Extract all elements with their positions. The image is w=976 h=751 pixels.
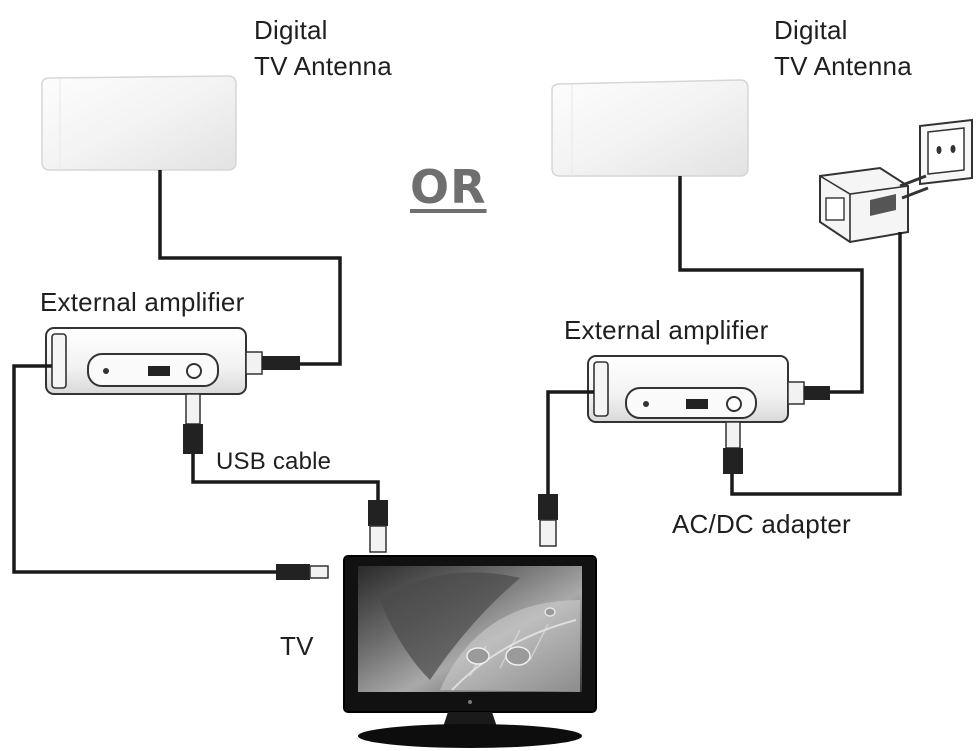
cable-antenna-left <box>158 170 342 366</box>
adapter-plug <box>819 166 929 244</box>
adapter-label: AC/DC adapter <box>672 509 851 539</box>
antenna-left-label-line2: TV Antenna <box>254 51 392 81</box>
cable-adapter <box>730 232 902 496</box>
antenna-right-label-line2: TV Antenna <box>774 51 912 81</box>
amplifier-left-label: External amplifier <box>40 287 245 317</box>
usb-plug-right <box>538 494 558 547</box>
antenna-right <box>551 79 749 177</box>
amplifier-right <box>587 355 830 474</box>
usb-cable-label: USB cable <box>216 448 332 475</box>
cable-amp-to-tv-right <box>546 390 594 494</box>
tv-set <box>343 555 597 748</box>
antenna-left <box>41 75 237 171</box>
tv-label: TV <box>280 631 314 661</box>
usb-plug-left <box>368 500 388 553</box>
amplifier-left <box>45 327 300 454</box>
usb-cable-left <box>191 454 380 500</box>
antenna-left-label-line1: Digital <box>254 15 328 45</box>
wall-socket <box>919 118 973 186</box>
amplifier-right-label: External amplifier <box>564 315 769 345</box>
antenna-right-label-line1: Digital <box>774 15 848 45</box>
coax-plug-tv <box>276 564 329 580</box>
cable-antenna-right <box>678 176 864 394</box>
cable-amp-to-tv-left <box>12 364 276 574</box>
or-divider-label: OR <box>410 160 487 214</box>
